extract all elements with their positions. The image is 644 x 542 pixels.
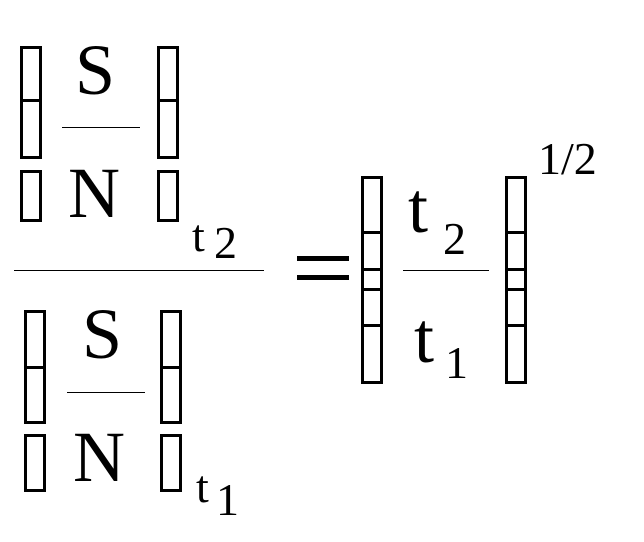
denominator-inner-fraction-bar [67, 392, 145, 393]
bracket-glyph-left-upper [20, 46, 42, 102]
rhs-numerator-t: t [408, 168, 429, 248]
numerator-subscript-t: t [192, 210, 205, 261]
bracket-glyph-left-mid [20, 99, 42, 159]
denominator-subscript-t: t [196, 461, 209, 512]
rhs-denominator-t: t [414, 298, 435, 378]
rhs-denominator-1: 1 [445, 337, 468, 388]
rhs-fraction-bar [403, 270, 489, 271]
rhs-bracket-glyph-right-1 [505, 176, 527, 234]
bracket-glyph-left-upper-2 [24, 310, 46, 370]
numerator-subscript-2: 2 [214, 217, 237, 268]
main-fraction-bar [14, 270, 264, 271]
numerator-inner-fraction-bar [62, 127, 140, 128]
equals-sign-top-bar [297, 256, 349, 261]
denominator-subscript-1: 1 [216, 474, 239, 525]
bracket-glyph-right-lower-2 [160, 434, 182, 492]
rhs-bracket-glyph-left-1 [361, 176, 383, 234]
rhs-bracket-glyph-right-5 [505, 324, 527, 384]
numerator-s: S [75, 30, 116, 110]
denominator-s: S [82, 294, 123, 374]
numerator-n: N [68, 153, 120, 233]
bracket-glyph-right-upper-2 [160, 310, 182, 370]
bracket-glyph-right-upper [157, 46, 179, 102]
rhs-bracket-glyph-left-2 [361, 231, 383, 271]
rhs-bracket-glyph-left-4 [361, 288, 383, 327]
bracket-glyph-right-lower [157, 170, 179, 222]
bracket-glyph-left-lower [20, 170, 42, 222]
rhs-bracket-glyph-left-5 [361, 324, 383, 384]
bracket-glyph-right-mid [157, 99, 179, 159]
rhs-exponent: 1/2 [538, 133, 597, 184]
rhs-bracket-glyph-right-2 [505, 231, 527, 271]
bracket-glyph-left-lower-2 [24, 434, 46, 492]
equals-sign-bottom-bar [297, 275, 349, 280]
denominator-n: N [73, 417, 125, 497]
bracket-glyph-right-mid-2 [160, 366, 182, 424]
bracket-glyph-left-mid-2 [24, 366, 46, 424]
rhs-numerator-2: 2 [443, 213, 466, 264]
rhs-bracket-glyph-right-4 [505, 288, 527, 327]
